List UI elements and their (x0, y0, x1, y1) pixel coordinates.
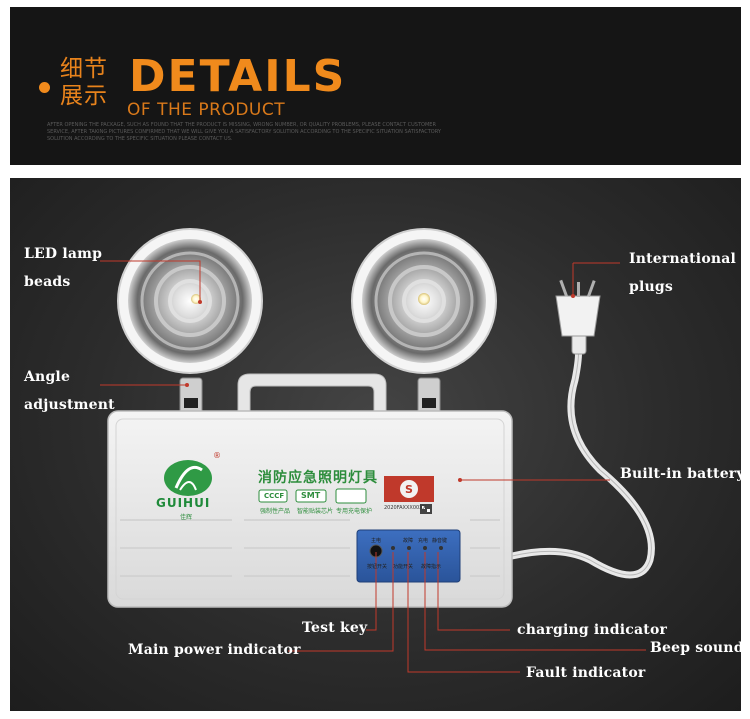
svg-text:®: ® (213, 451, 221, 460)
cccf-badge (258, 489, 288, 503)
vent-grooves (120, 519, 500, 577)
callout-built-in-battery: Built-in battery (620, 466, 745, 482)
callout-led-lamp-beads: LED lamp beads (24, 246, 103, 290)
brand-cn: 佳辉 (180, 514, 193, 521)
badge-caption-1: 强制性产品 (260, 508, 291, 515)
callout-fault-indicator: Fault indicator (526, 665, 646, 681)
badge-caption-3: 专用充电保护 (336, 508, 373, 515)
carry-handle (237, 373, 387, 413)
banner-subtitle: OF THE PRODUCT (127, 100, 286, 120)
cp-label-charge: 充电 (418, 538, 429, 544)
beep-led (439, 546, 443, 550)
badge-caption-2: 智能贴装芯片 (297, 508, 334, 515)
cp-label-function: 功能开关 (393, 564, 414, 570)
cp-label-fault: 故障 (403, 538, 414, 544)
guihui-logo: ® (164, 451, 221, 496)
cert-sticker: S (384, 476, 434, 514)
fault-led (407, 546, 411, 550)
callout-beep-sound: Beep sound (650, 640, 744, 656)
header-banner: 细节展示 DETAILS OF THE PRODUCT AFTER OPENIN… (10, 7, 741, 165)
cp-label-mute: 静音键 (432, 538, 448, 544)
main-power-led (391, 546, 395, 550)
right-lamp-head (351, 228, 497, 374)
cert-box (335, 488, 367, 504)
charging-led (423, 546, 427, 550)
banner-fine-print: AFTER OPENING THE PACKAGE, SUCH AS FOUND… (47, 122, 441, 142)
smt-badge (295, 489, 327, 503)
callout-main-power-indicator: Main power indicator (128, 642, 301, 658)
product-cn-title: 消防应急照明灯具 (258, 470, 378, 486)
callout-lines (100, 260, 646, 673)
cp-label-button: 按钮开关 (367, 564, 388, 570)
callout-international-plugs: International plugs (629, 251, 737, 295)
bullet-dot (39, 82, 50, 93)
callout-charging-indicator: charging indicator (517, 622, 668, 638)
banner-title: DETAILS (129, 51, 347, 102)
brand-name: GUIHUI (156, 496, 211, 510)
cp-label-main: 主电 (371, 538, 382, 544)
badge-smt: SMT (301, 491, 321, 500)
svg-text:S: S (405, 483, 413, 496)
callout-angle-adjustment: Angle adjustment (24, 369, 115, 413)
banner-cn-title: 细节展示 (60, 56, 108, 109)
led-bead (418, 293, 430, 305)
badge-cccf: CCCF (264, 492, 285, 500)
cert-code: 2020FAXXX00XX (384, 505, 427, 511)
callout-test-key: Test key (302, 620, 368, 636)
left-lamp-head (117, 228, 263, 374)
plug-icon (555, 279, 601, 355)
cp-label-fault-ind: 故障指示 (421, 564, 442, 570)
